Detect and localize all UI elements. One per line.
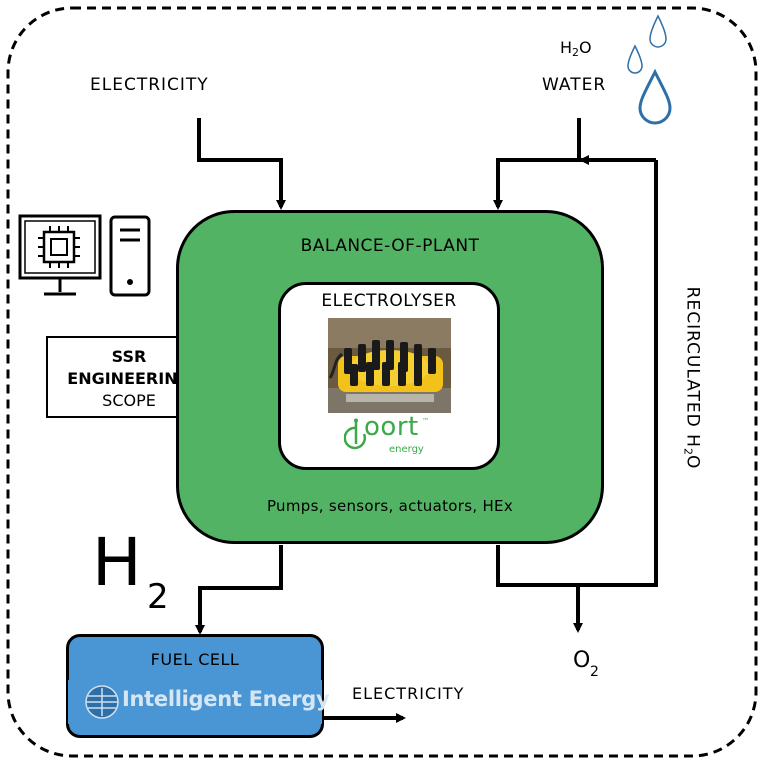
oort-logo-mark (344, 418, 366, 450)
scope-line-2: ENGINEERING (67, 369, 191, 388)
electricity-output-label: ELECTRICITY (352, 684, 465, 703)
scope-line-3: SCOPE (102, 391, 156, 410)
electrolyser-photo (328, 318, 451, 413)
water-input-label: WATER (542, 75, 607, 95)
water-input-arrow (493, 158, 656, 210)
scope-line-1: SSR (111, 347, 147, 366)
oort-logo-tm: ™ (422, 417, 429, 425)
electricity-input-label: ELECTRICITY (90, 75, 209, 95)
oort-logo-subtext: energy (389, 444, 424, 455)
intelligent-energy-logo-text: Intelligent Energy (122, 687, 330, 711)
hydrogen-output-arrow (195, 545, 283, 635)
hydrogen-subscript: 2 (147, 577, 169, 617)
water-drop-icon (627, 14, 672, 125)
oxygen-label: O (573, 648, 591, 673)
balance-of-plant-title: BALANCE-OF-PLANT (300, 236, 480, 256)
electrolyser-title: ELECTROLYSER (321, 291, 457, 311)
balance-of-plant-components: Pumps, sensors, actuators, HEx (266, 497, 514, 515)
water-formula: H2O (560, 38, 592, 59)
fuel-cell-title: FUEL CELL (150, 650, 240, 669)
recirculated-water-label: RECIRCULATED H2O (681, 286, 703, 470)
computer-monitor-icon (18, 214, 102, 296)
intelligent-energy-logo (68, 680, 322, 724)
hydrogen-label: H (92, 524, 142, 601)
computer-tower-icon (109, 215, 151, 297)
oxygen-subscript: 2 (590, 664, 599, 680)
oort-logo-text: oort (364, 412, 419, 442)
electricity-input-arrow (197, 118, 286, 210)
